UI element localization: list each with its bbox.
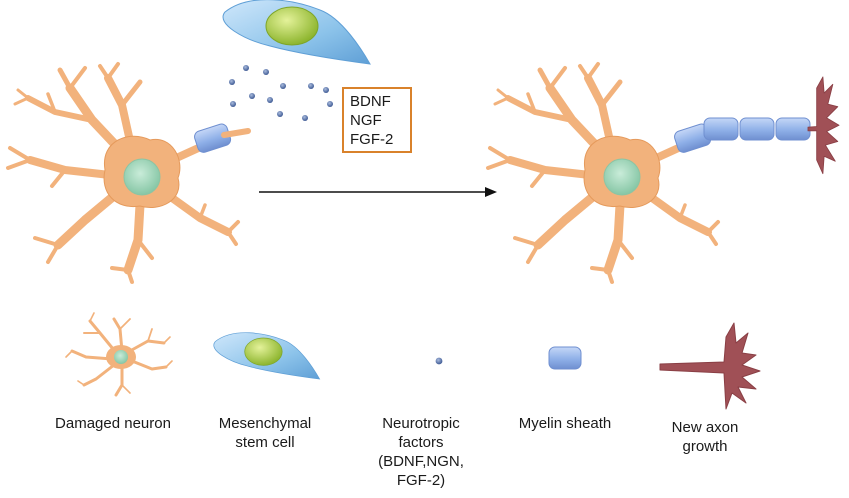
legend-stem-cell-icon xyxy=(213,332,320,380)
legend-axon-growth-icon xyxy=(659,322,761,410)
stem-cell-top xyxy=(222,0,371,65)
legend-label-stem-cell: Mesenchymal stem cell xyxy=(218,415,312,451)
factor-label-ngf: NGF xyxy=(350,112,382,129)
legend-label-axon-growth: New axon growth xyxy=(671,419,739,455)
neurotrophic-factor-box: BDNF NGF FGF-2 xyxy=(342,87,412,153)
process-arrow xyxy=(259,187,497,197)
legend-label-damaged-neuron: Damaged neuron xyxy=(55,415,171,432)
factor-label-bdnf: BDNF xyxy=(350,93,391,110)
legend-factor-icon xyxy=(435,357,443,365)
factor-label-fgf2: FGF-2 xyxy=(350,131,394,148)
regenerated-neuron xyxy=(488,64,718,282)
legend-myelin-icon xyxy=(548,346,582,370)
regenerated-axon-terminal xyxy=(807,76,840,175)
damaged-neuron-myelin-segment xyxy=(192,121,233,155)
legend-damaged-neuron-icon xyxy=(64,311,174,397)
neurotrophic-factor-dots xyxy=(229,65,333,121)
damaged-axon-stub xyxy=(221,128,251,138)
legend-label-myelin: Myelin sheath xyxy=(518,415,612,432)
regenerated-myelin-sheath xyxy=(672,117,811,155)
damaged-neuron xyxy=(8,64,238,282)
legend-label-factors: Neurotropic factors (BDNF,NGN, FGF-2) xyxy=(378,415,464,489)
